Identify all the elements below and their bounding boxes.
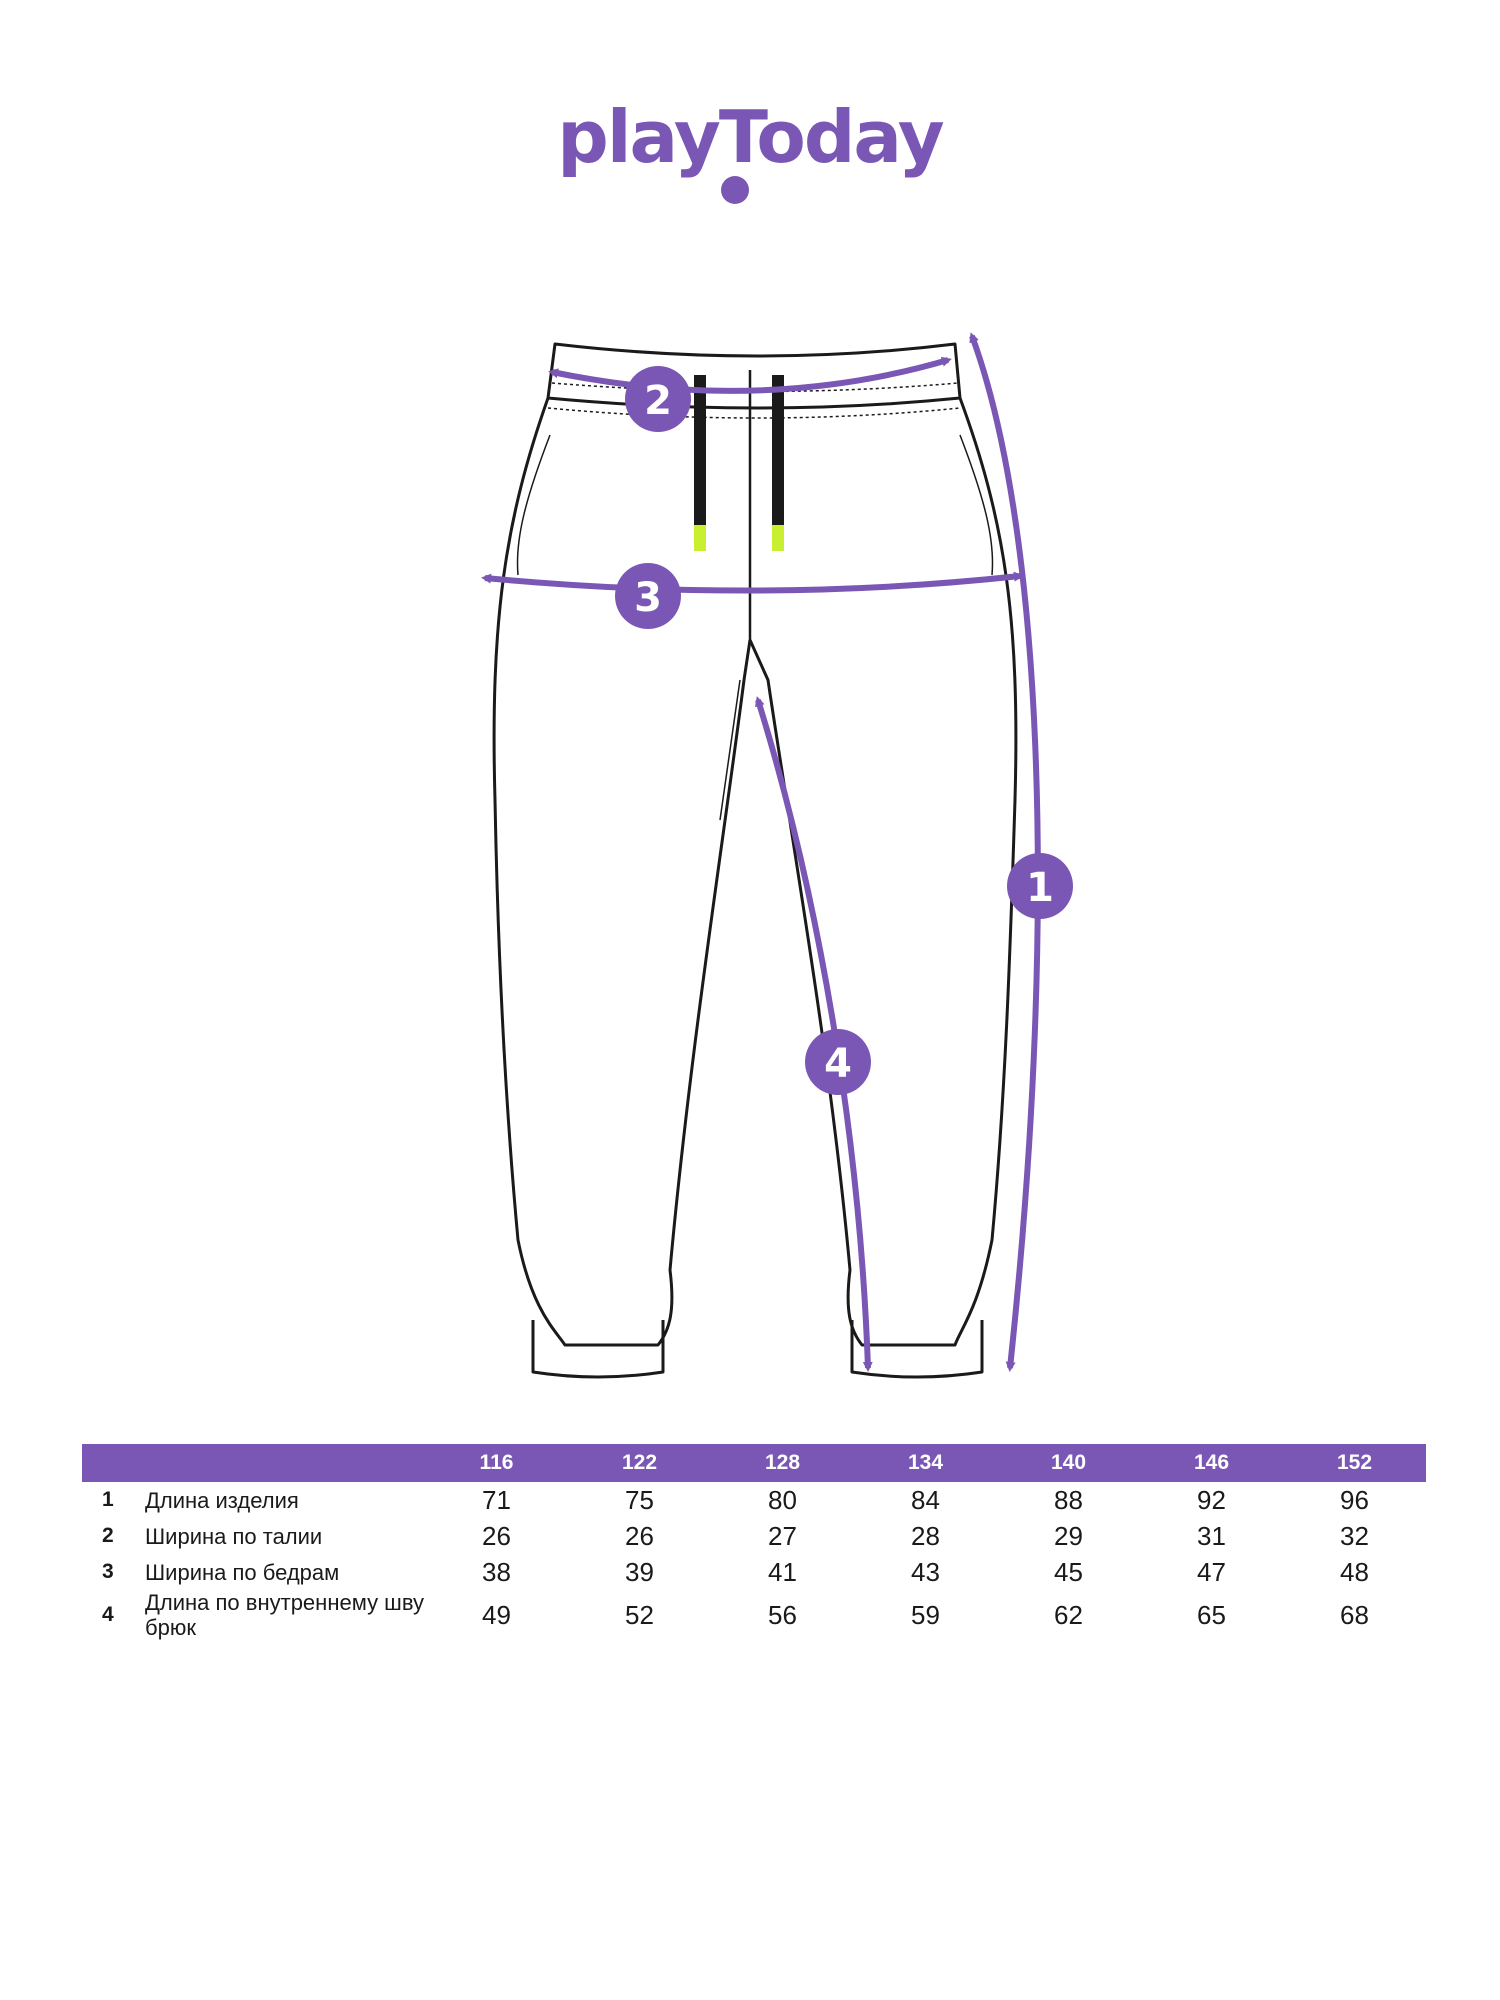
badge-1: 1 xyxy=(1007,853,1073,919)
size-134: 134 xyxy=(854,1444,997,1482)
right-leg-outline xyxy=(748,397,1018,1347)
cell-value: 48 xyxy=(1340,1557,1369,1587)
drawcords xyxy=(694,375,784,551)
size-140: 140 xyxy=(997,1444,1140,1482)
badge-3-label: 3 xyxy=(634,575,662,621)
left-pocket xyxy=(516,434,551,576)
table-row: 1 Длина изделия 71 75 80 84 88 92 96 xyxy=(82,1482,1426,1518)
cell-value: 45 xyxy=(1054,1557,1083,1587)
arrow-length xyxy=(969,332,1041,1372)
size-116: 116 xyxy=(425,1444,568,1482)
cell-value: 38 xyxy=(482,1557,511,1587)
row-param: Ширина по талии xyxy=(145,1523,323,1549)
cell-value: 49 xyxy=(482,1600,511,1630)
size-header-row: 116 122 128 134 140 146 152 xyxy=(82,1444,1426,1482)
row-param: Ширина по бедрам xyxy=(145,1559,340,1585)
measurement-lines xyxy=(481,332,1041,1372)
left-cuff xyxy=(531,1320,665,1379)
cell-value: 47 xyxy=(1197,1557,1226,1587)
cell-value: 62 xyxy=(1054,1600,1083,1630)
arrow-waist xyxy=(548,356,952,394)
cell-value: 84 xyxy=(911,1485,940,1515)
cell-value: 68 xyxy=(1340,1600,1369,1630)
cell-value: 52 xyxy=(625,1600,654,1630)
table-row: 3 Ширина по бедрам 38 39 41 43 45 47 48 xyxy=(82,1554,1426,1590)
cell-value: 96 xyxy=(1340,1485,1369,1515)
waistband-outline xyxy=(546,342,962,410)
row-number: 1 xyxy=(102,1488,114,1511)
right-cuff xyxy=(850,1320,984,1379)
cell-value: 26 xyxy=(625,1521,654,1551)
cell-value: 31 xyxy=(1197,1521,1226,1551)
cell-value: 28 xyxy=(911,1521,940,1551)
right-pocket xyxy=(959,434,994,576)
row-number: 3 xyxy=(102,1560,114,1583)
waistband-lower-line xyxy=(547,407,961,419)
badge-1-label: 1 xyxy=(1026,865,1054,911)
cell-value: 27 xyxy=(768,1521,797,1551)
cell-value: 75 xyxy=(625,1485,654,1515)
cell-value: 56 xyxy=(768,1600,797,1630)
header-num xyxy=(82,1444,137,1482)
row-param: Длина по внутреннему шву брюк xyxy=(145,1590,425,1640)
badge-2-label: 2 xyxy=(644,378,672,424)
right-drawcord xyxy=(772,375,784,525)
row-number: 2 xyxy=(102,1524,114,1547)
table-row: 2 Ширина по талии 26 26 27 28 29 31 32 xyxy=(82,1518,1426,1554)
badge-4: 4 xyxy=(805,1029,871,1095)
cell-value: 59 xyxy=(911,1600,940,1630)
cell-value: 80 xyxy=(768,1485,797,1515)
header-param xyxy=(137,1444,425,1482)
pants-outline xyxy=(492,342,1018,1379)
inseam-detail xyxy=(719,679,741,821)
logo-dot xyxy=(721,176,749,204)
table-row: 4 Длина по внутреннему шву брюк 49 52 56… xyxy=(82,1590,1426,1640)
badge-4-label: 4 xyxy=(824,1041,852,1087)
cell-value: 65 xyxy=(1197,1600,1226,1630)
row-number: 4 xyxy=(102,1603,114,1626)
row-param: Длина изделия xyxy=(145,1487,299,1513)
badge-3: 3 xyxy=(615,563,681,629)
cell-value: 39 xyxy=(625,1557,654,1587)
size-122: 122 xyxy=(568,1444,711,1482)
cell-value: 32 xyxy=(1340,1521,1369,1551)
brand-logo: playToday xyxy=(557,95,944,179)
cell-value: 41 xyxy=(768,1557,797,1587)
cell-value: 29 xyxy=(1054,1521,1083,1551)
left-drawcord-tip xyxy=(694,525,706,551)
cell-value: 26 xyxy=(482,1521,511,1551)
cell-value: 88 xyxy=(1054,1485,1083,1515)
cell-value: 71 xyxy=(482,1485,511,1515)
arrow-inseam xyxy=(754,696,873,1372)
right-drawcord-tip xyxy=(772,525,784,551)
badge-2: 2 xyxy=(625,366,691,432)
size-152: 152 xyxy=(1283,1444,1426,1482)
size-128: 128 xyxy=(711,1444,854,1482)
pants-diagram: 2 3 1 4 xyxy=(481,332,1073,1379)
size-146: 146 xyxy=(1140,1444,1283,1482)
cell-value: 92 xyxy=(1197,1485,1226,1515)
left-drawcord xyxy=(694,375,706,525)
size-table: 116 122 128 134 140 146 152 1 Длина изде… xyxy=(82,1444,1426,1640)
left-leg-outline xyxy=(492,397,752,1347)
arrow-hips xyxy=(481,571,1024,594)
cell-value: 43 xyxy=(911,1557,940,1587)
